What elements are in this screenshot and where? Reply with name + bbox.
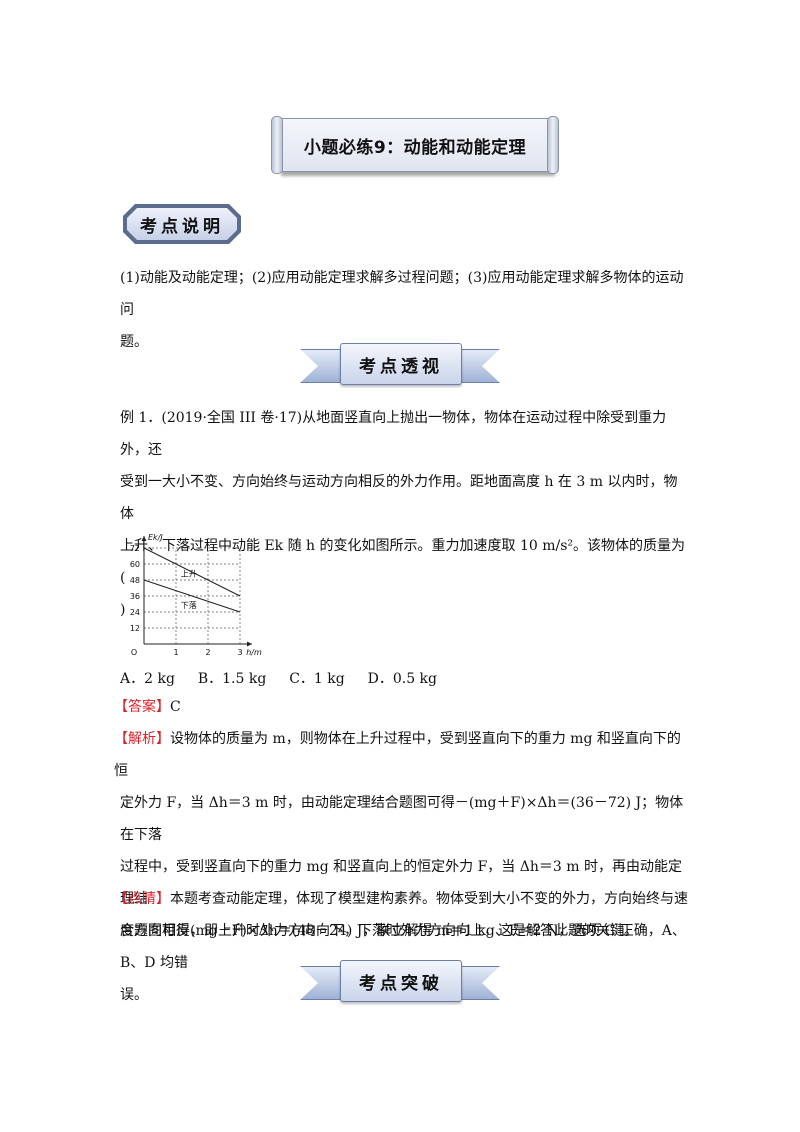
x-tick-label: 2 <box>205 648 210 657</box>
comment-line: 本题考查动能定理，体现了模型建构素养。物体受到大小不变的外力，方向始终与速 <box>170 891 688 907</box>
series-label: 下落 <box>181 600 197 610</box>
section-badge-breakthrough: 考点突破 <box>300 960 500 1004</box>
analysis-line: 定外力 F，当 Δh＝3 m 时，由动能定理结合题图可得－(mg＋F)×Δh＝(… <box>120 795 684 843</box>
comment-line: 度方向相反，即上升时外力方向向下，下落时外力方向向上，这是解答此题的关键。 <box>120 923 638 939</box>
option-b: B．1.5 kg <box>197 671 267 687</box>
y-tick-label: 12 <box>130 624 140 633</box>
section-badge-perspective: 考点透视 <box>300 343 500 387</box>
y-axis-arrow <box>141 536 147 541</box>
section-badge-explanation: 考点说明 <box>123 204 241 244</box>
series-label: 上升 <box>181 569 197 578</box>
x-tick-label: 3 <box>237 648 242 657</box>
comment-block: 【点睛】本题考查动能定理，体现了模型建构素养。物体受到大小不变的外力，方向始终与… <box>114 883 694 947</box>
y-tick-label: 60 <box>130 560 140 569</box>
y-axis-label: Ek/J <box>148 533 163 542</box>
intro-text: (1)动能及动能定理；(2)应用动能定理求解多过程问题；(3)应用动能定理求解多… <box>120 262 690 358</box>
x-tick-label: 1 <box>173 648 178 657</box>
option-a: A．2 kg <box>120 671 175 687</box>
answer-value: C <box>170 699 181 715</box>
section-badge-label: 考点说明 <box>140 216 224 237</box>
options-row: A．2 kg B．1.5 kg C．1 kg D．0.5 kg <box>120 663 680 695</box>
section-badge-label: 考点透视 <box>359 356 443 377</box>
title-banner: 小题必练9：动能和动能定理 <box>271 116 559 174</box>
analysis-line: 合题图可得(mg－F)×Δh＝(48－24) J，联立解得 m＝1 kg、F＝2… <box>120 923 686 971</box>
origin-label: O <box>131 648 137 657</box>
intro-line: (1)动能及动能定理；(2)应用动能定理求解多过程问题；(3)应用动能定理求解多… <box>120 270 684 318</box>
y-tick-label: 72 <box>130 544 140 553</box>
analysis-line: 过程中，受到竖直向下的重力 mg 和竖直向上的恒定外力 F，当 Δh＝3 m 时… <box>120 859 682 907</box>
analysis-label: 【解析】 <box>114 731 170 747</box>
x-axis-arrow <box>247 641 252 647</box>
option-d: D．0.5 kg <box>367 671 437 687</box>
question-line: 上升、下落过程中动能 Ek 随 h 的变化如图所示。重力加速度取 10 m/s²… <box>120 538 686 586</box>
y-tick-label: 36 <box>130 592 140 601</box>
x-axis-label: h/m <box>246 648 262 657</box>
answer-label: 【答案】 <box>114 699 170 715</box>
comment-label: 【点睛】 <box>114 891 170 907</box>
series-line <box>143 547 241 597</box>
analysis-line: 设物体的质量为 m，则物体在上升过程中，受到竖直向下的重力 mg 和竖直向下的恒 <box>114 731 681 779</box>
intro-line: 题。 <box>120 334 148 350</box>
answer-row: 【答案】C <box>114 691 181 723</box>
question-line: ) <box>120 602 126 618</box>
y-tick-label: 48 <box>130 576 140 585</box>
analysis-line: 误。 <box>120 987 148 1003</box>
analysis-block: 【解析】设物体的质量为 m，则物体在上升过程中，受到竖直向下的重力 mg 和竖直… <box>114 723 694 1011</box>
section-badge-label: 考点突破 <box>359 973 443 994</box>
y-tick-label: 24 <box>130 608 140 617</box>
series-line <box>143 579 241 613</box>
question-line: 例 1．(2019·全国 III 卷·17)从地面竖直向上抛出一物体，物体在运动… <box>120 410 667 458</box>
option-c: C．1 kg <box>289 671 345 687</box>
page-title: 小题必练9：动能和动能定理 <box>303 137 527 158</box>
question-line: 受到一大小不变、方向始终与运动方向相反的外力作用。距地面高度 h 在 3 m 以… <box>120 474 678 522</box>
example-question: 例 1．(2019·全国 III 卷·17)从地面竖直向上抛出一物体，物体在运动… <box>120 402 690 626</box>
